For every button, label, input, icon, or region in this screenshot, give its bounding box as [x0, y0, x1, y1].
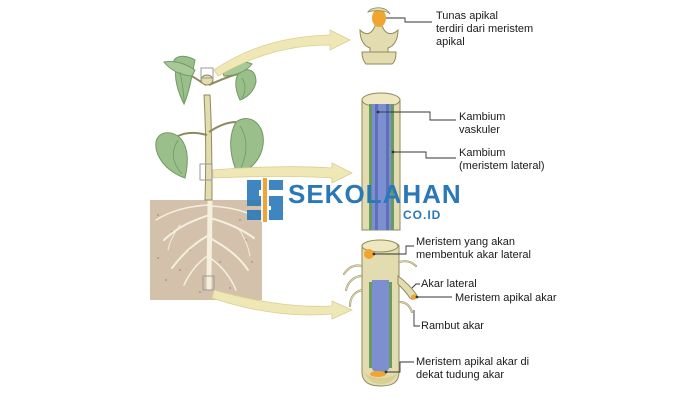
watermark-tld: CO.ID: [403, 208, 441, 222]
leader-root-hair: [414, 310, 420, 326]
label-root-hair: Rambut akar: [421, 320, 484, 333]
root-section-detail: [344, 240, 417, 386]
stem: [204, 95, 212, 200]
label-root-cap-meristem: Meristem apikal akar di dekat tudung aka…: [416, 356, 529, 382]
apical-bud-detail: [360, 8, 398, 64]
plant-apical-bud: [201, 68, 213, 85]
leaf-upper-right: [236, 70, 256, 100]
watermark-logo-icon: [243, 176, 289, 224]
watermark-name: SEKOLAHAN: [288, 179, 462, 210]
root-tip-meristem: [370, 371, 386, 377]
leader-apical-bud: [386, 18, 432, 22]
lateral-root-meristem: [364, 249, 374, 259]
apical-meristem: [372, 9, 386, 27]
label-vascular-cambium: Kambium vaskuler: [459, 111, 505, 137]
leaf-lower-right: [231, 119, 264, 175]
label-lateral-meristem: Kambium (meristem lateral): [459, 147, 545, 173]
root-vascular-core: [372, 280, 389, 373]
label-lateral-root-meristem: Meristem yang akan membentuk akar latera…: [416, 236, 531, 262]
leader-lateral-root: [412, 284, 420, 288]
label-apical-bud: Tunas apikal terdiri dari meristem apika…: [436, 10, 533, 49]
watermark: SEKOLAHAN CO.ID: [243, 176, 473, 224]
label-lateral-root: Akar lateral: [421, 278, 477, 291]
leaf-lower-left: [156, 133, 188, 178]
leader-lateral-meristem: [393, 152, 456, 158]
label-root-apical-meristem: Meristem apikal akar: [455, 292, 556, 305]
